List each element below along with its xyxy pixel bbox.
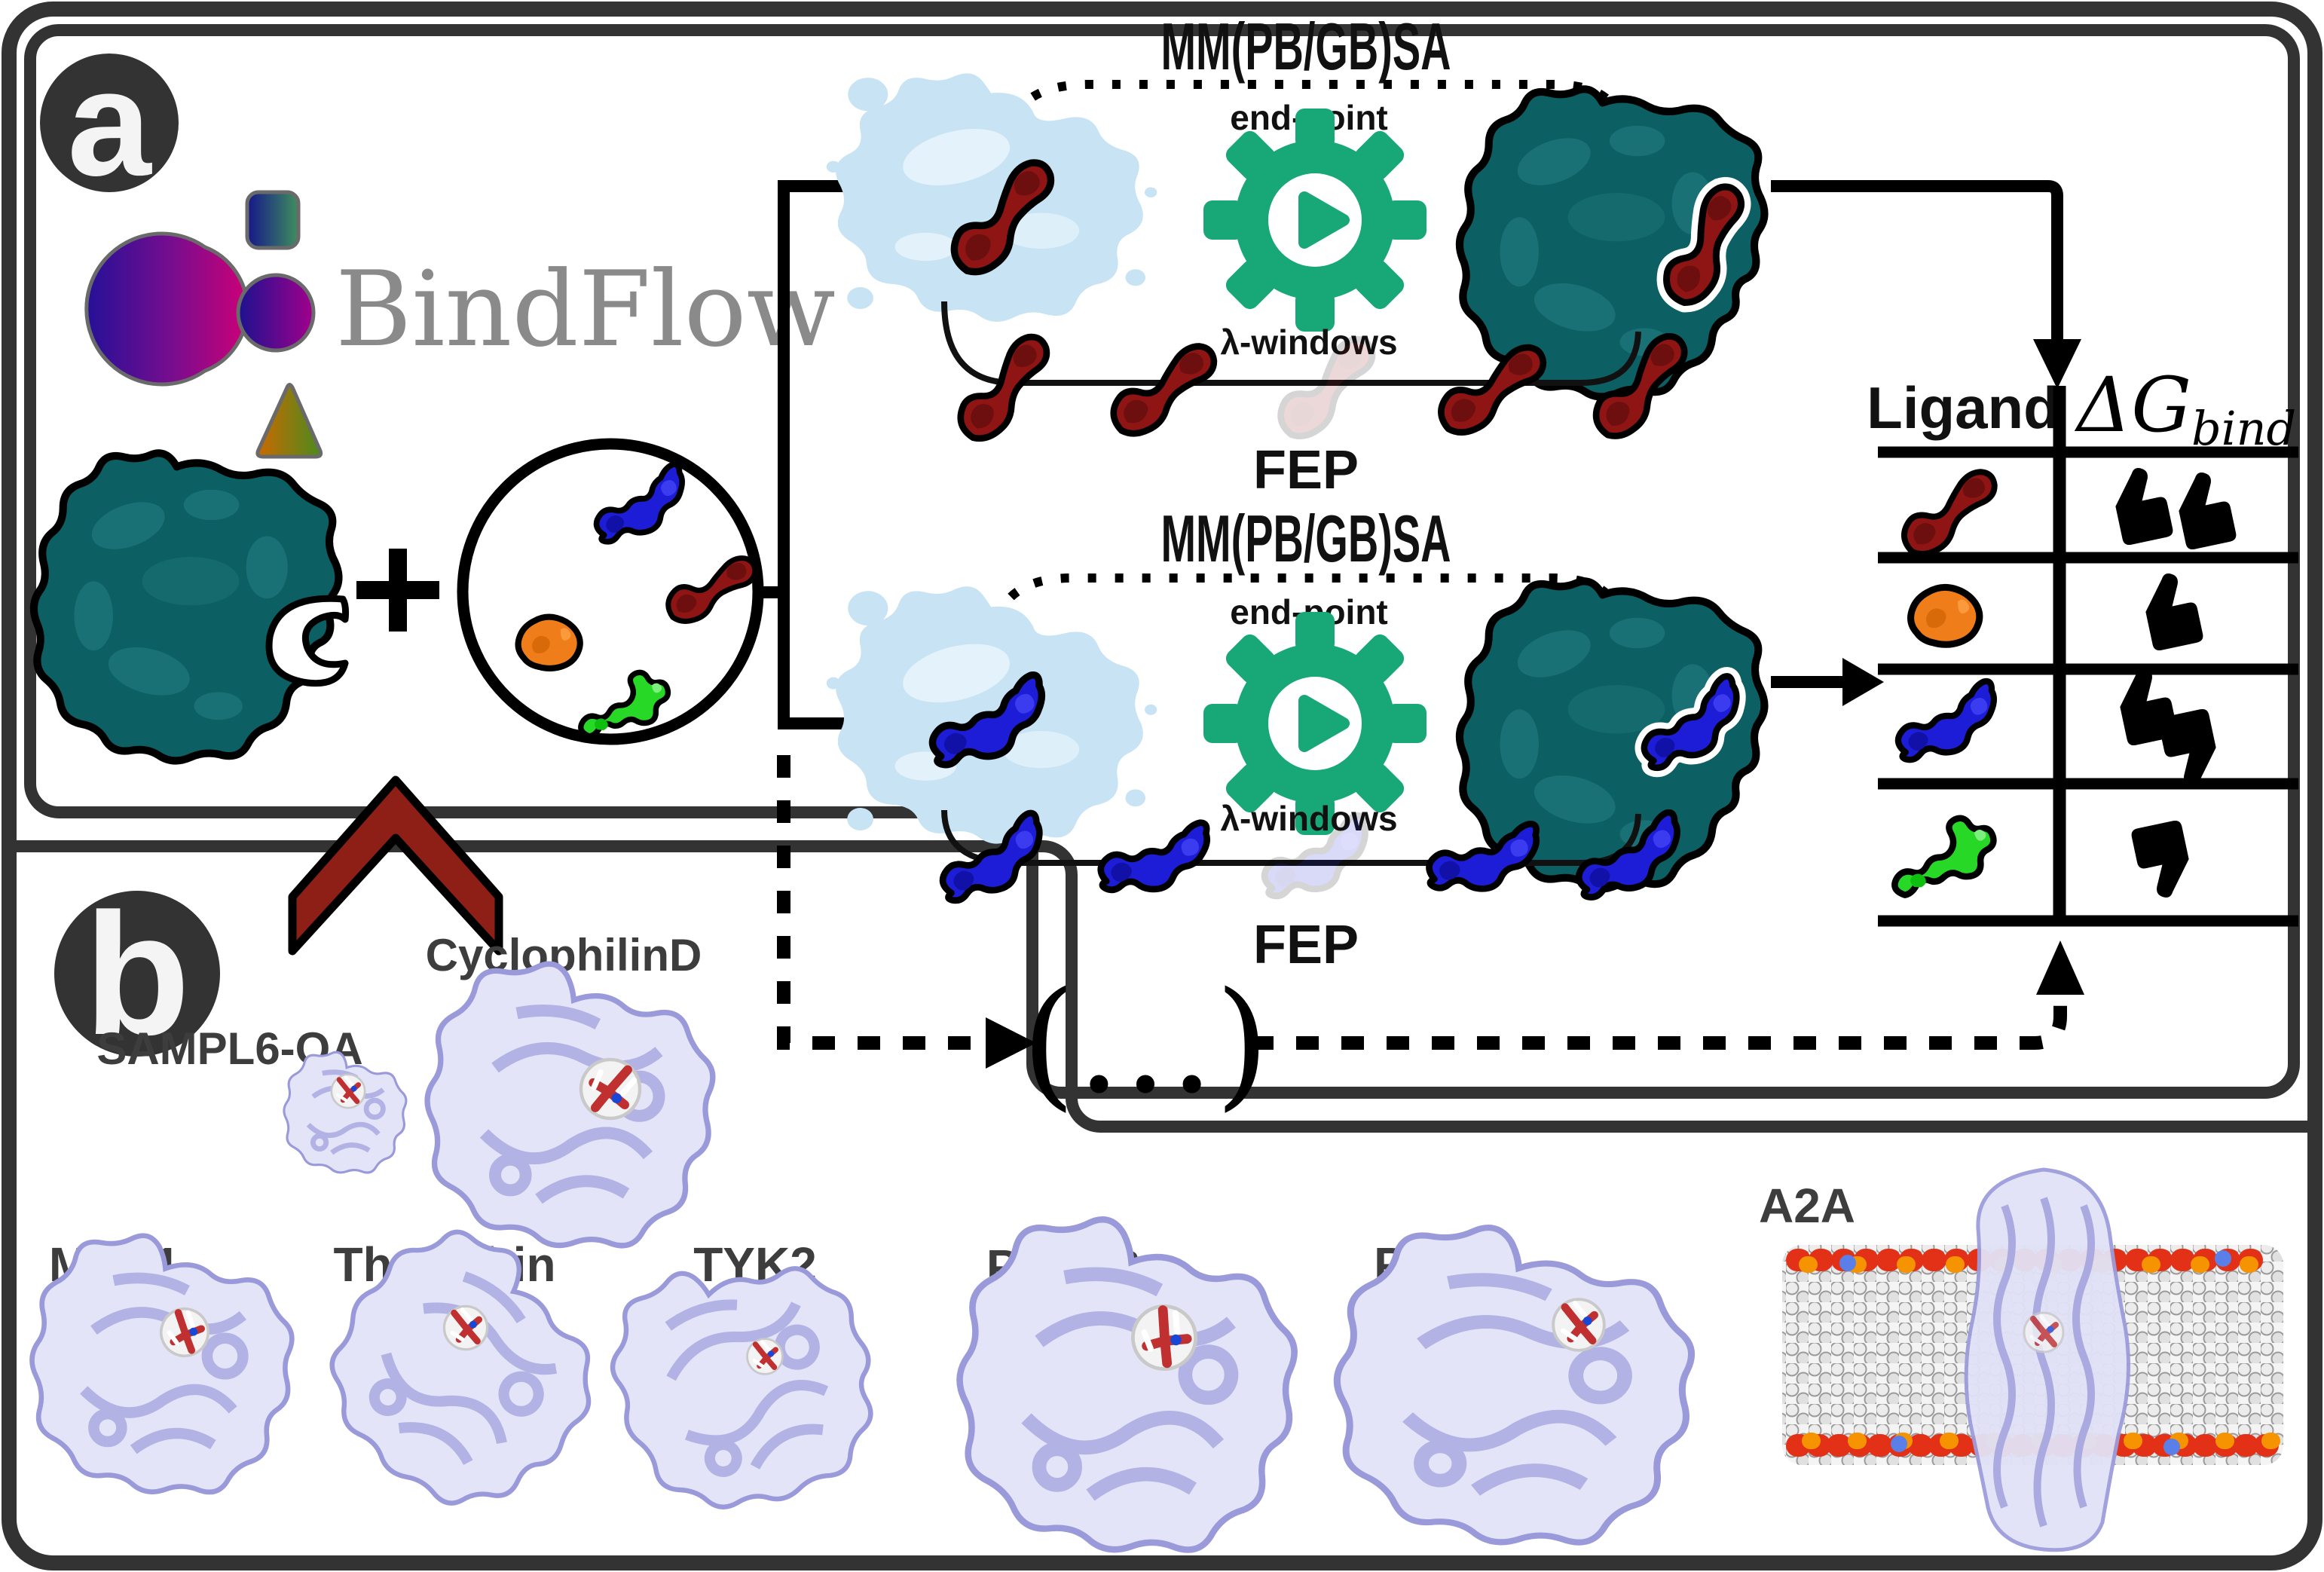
pool-ligand-orange [518,617,580,668]
thumb-down-icon [2130,819,2196,903]
target-ptp1b: PTP1B [960,1219,1295,1549]
target-sampl6-oa: SAMPL6-OA [96,1023,406,1173]
pipeline-2-method: MM(PB/GB)SA [1161,501,1451,576]
logo-square-icon [245,190,301,250]
pipeline-2-fep-label: FEP [1253,915,1359,975]
target-p38: P38 [1337,1228,1691,1543]
thumb-up-icon [2139,568,2205,652]
pipeline-2: MM(PB/GB)SA end-point λ-windows FEP [826,501,1765,975]
ligand-pool-circle [457,438,764,744]
logo-title: BindFlow [335,249,836,370]
target-cyclophilind: CyclophilinD [426,930,713,1246]
pipeline-1-solvated-ligand [826,73,1157,322]
logo-dot-icon [236,273,316,353]
panel-b-label: b [84,877,191,1071]
pipeline-2-solvated-ligand [826,586,1157,844]
branch-lines [760,180,850,729]
table-header-ligand: Ligand [1867,375,2059,441]
receptor-protein [34,453,350,760]
pipeline-1-method: MM(PB/GB)SA [1161,9,1451,84]
table-row [1903,463,2238,558]
table-row [1894,815,2196,902]
target-tyk2: TYK2 [578,1214,912,1546]
pipeline-1: MM(PB/GB)SA end-point λ-windows FEP [826,9,1768,500]
target-a2a: A2A [1759,1167,2283,1552]
table-arrowhead-up [2036,940,2084,995]
a2a-receptor [1964,1167,2130,1552]
pipeline-2-lambda-label: λ-windows [1220,799,1397,838]
complex2-arrowhead [1842,658,1884,706]
results-table: Ligand ΔGbind [1867,361,2298,927]
table-grid [1878,386,2298,927]
panel-a-border [24,24,2300,1099]
panel-a-badge: a [40,39,179,207]
ellipsis-arrowhead [986,1017,1036,1069]
panel-b-to-a-chevron-icon [288,775,503,956]
binding-pocket [265,595,350,687]
target-mcl1: MCL1 [32,1236,292,1492]
ellipsis-label: (…) [1021,962,1269,1124]
target-thrombin: Thrombin [293,1199,636,1540]
panel-b-border [9,840,2315,1133]
table-arrowhead-down [2033,339,2081,389]
pipeline-1-complex [1460,89,1768,396]
ellipsis-dashed-line-left [777,755,980,1050]
ellipsis-dashed-line-right [1251,996,2067,1050]
bindflow-logo: BindFlow [84,190,836,459]
pipeline-1-fep-label: FEP [1253,440,1359,500]
pipeline-1-simulation-gear-icon [1203,109,1427,332]
target-label: A2A [1759,1179,1855,1233]
logo-crescent-icon [84,231,249,387]
thumb-up-icon [2172,467,2238,551]
panel-b-badge: b [54,877,220,1071]
plus-icon [356,549,439,632]
table-header-dg: ΔGbind [2074,361,2296,456]
complex1-to-table-line [1771,180,2063,341]
logo-triangle-icon [255,383,323,459]
thumb-up-icon [2108,463,2175,546]
panel-a-label: a [67,39,152,207]
